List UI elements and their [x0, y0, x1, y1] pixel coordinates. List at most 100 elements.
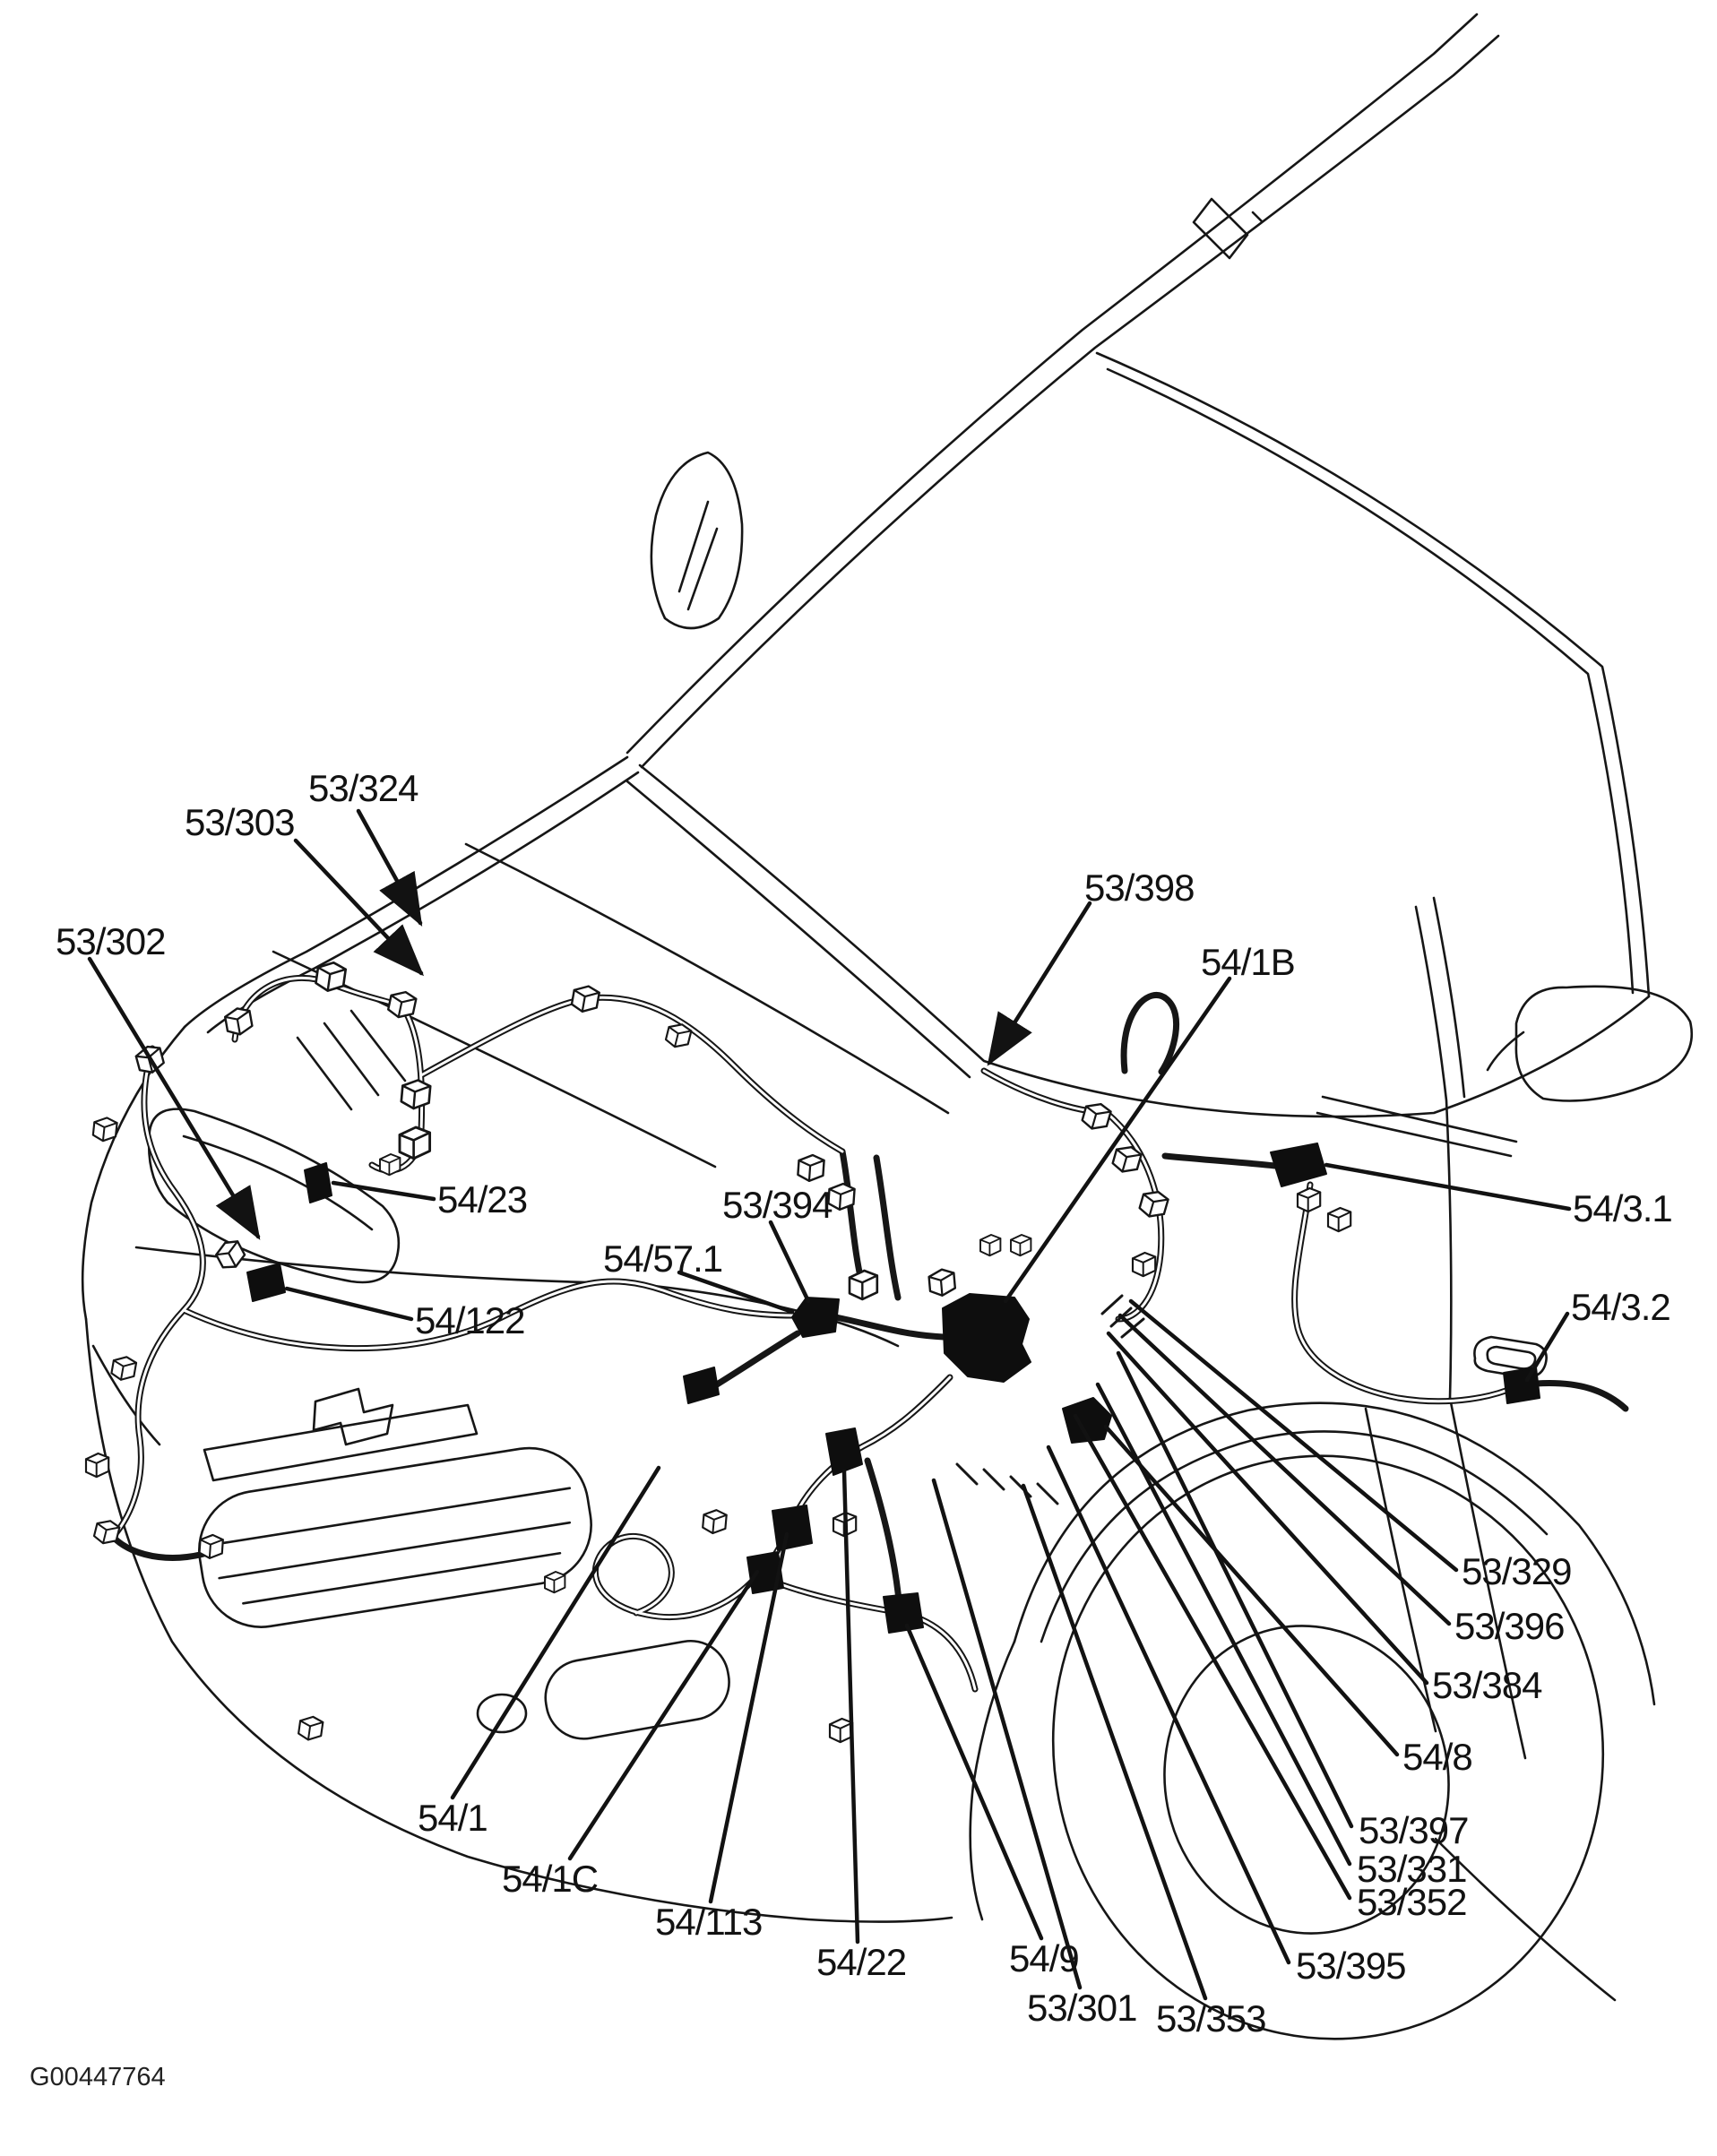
callout-label-53-394: 53/394 [722, 1184, 833, 1226]
connector-box [826, 1181, 857, 1212]
callout-label-53-397: 53/397 [1359, 1809, 1469, 1851]
connector-box [1326, 1206, 1352, 1233]
grille-emblem-band [203, 1403, 479, 1482]
left-mirror-blade [650, 451, 744, 630]
callout-label-54-3-2: 54/3.2 [1571, 1286, 1671, 1328]
leader-line-53-352 [1073, 1413, 1352, 1901]
black-connectors [246, 1143, 1540, 1634]
bumper-crease [91, 1344, 161, 1446]
leader-line-54-113 [708, 1531, 789, 1904]
hood-rear-edge [626, 780, 971, 1079]
door-front-pillar-inner [1432, 896, 1466, 1099]
connector-box [378, 1152, 401, 1177]
harness-highlight-2 [182, 1280, 796, 1350]
connector-box [848, 1269, 879, 1301]
leader-line-53-398 [987, 901, 1092, 1066]
front-fender-edge [81, 1025, 186, 1321]
connector-54-23 [304, 1162, 332, 1203]
callout-label-54-23: 54/23 [437, 1178, 528, 1220]
door-lower-edge [1364, 1396, 1527, 1760]
hood-crease-1 [464, 842, 950, 1115]
connector-unlabeled [683, 1367, 720, 1404]
connector-box [109, 1353, 138, 1384]
callout-label-53-324: 53/324 [308, 767, 418, 809]
connector-54-3-2 [1503, 1367, 1540, 1404]
door-mirror-base [1486, 1031, 1525, 1072]
left-mirror-hatch [677, 500, 719, 611]
grille-opening [198, 1446, 592, 1628]
connector-box [1296, 1186, 1322, 1213]
car-body-outline [81, 13, 1694, 2040]
harness-highlight-6 [1293, 1183, 1516, 1403]
windshield-right-edge [1095, 351, 1651, 998]
connector-54-9 [883, 1592, 924, 1634]
connector-box [399, 1077, 433, 1111]
grille-iron-mark [312, 1387, 394, 1446]
roof-a-pillar-line-inner [640, 34, 1500, 769]
wheel-arch-inner [1040, 1430, 1549, 1643]
harness-cross-to-module [833, 1314, 947, 1341]
leader-line-54-122 [284, 1286, 414, 1322]
leader-line-54-22 [841, 1469, 860, 1945]
harness-a-to-b [864, 1457, 903, 1613]
callout-label-54-9: 54/9 [1009, 1937, 1080, 1979]
leader-line-53-396 [1117, 1313, 1452, 1626]
lower-bumper-slot [544, 1639, 730, 1740]
headlight-outline [147, 1108, 401, 1284]
door-handle-recess [1473, 1335, 1548, 1379]
harness-module-tail [713, 1330, 801, 1388]
leader-line-54-3-1 [1324, 1162, 1572, 1212]
connector-54-113 [772, 1505, 813, 1551]
cowl-hatching [296, 1009, 407, 1111]
callout-label-53-352: 53/352 [1357, 1881, 1467, 1923]
door-sill-line [1316, 1095, 1518, 1158]
leader-line-53-302 [87, 956, 261, 1240]
leader-line-53-324 [356, 808, 423, 927]
connector-54-22 [825, 1427, 863, 1476]
roof-a-pillar-line [626, 13, 1479, 755]
wire-tips-lower [955, 1462, 1059, 1505]
door-mirror [1514, 985, 1694, 1102]
foglight [476, 1693, 528, 1734]
connector-box [569, 982, 601, 1015]
door-handle-inner [1486, 1345, 1537, 1370]
wheel-rim [1163, 1625, 1450, 1935]
callout-label-53-329: 53/329 [1462, 1550, 1572, 1592]
callout-label-54-1: 54/1 [418, 1797, 488, 1839]
connector-box [1131, 1251, 1157, 1278]
leader-line-54-8 [1103, 1424, 1400, 1757]
harness-highlight-8 [764, 1577, 977, 1691]
callout-label-54-22: 54/22 [816, 1941, 907, 1983]
wheel-arch [1013, 1401, 1656, 1706]
connector-box [84, 1452, 110, 1479]
callout-label-53-395: 53/395 [1296, 1945, 1406, 1987]
connector-54-3-1 [1270, 1143, 1327, 1187]
harness-to-door-pillar [1161, 1152, 1287, 1170]
connector-box [828, 1717, 854, 1744]
leader-line-54-57-1 [677, 1270, 795, 1315]
connector-box [211, 1236, 249, 1273]
callout-label-54-1C: 54/1C [502, 1858, 599, 1900]
leader-line-53-303 [293, 838, 425, 977]
leader-line-53-353 [1021, 1483, 1208, 2001]
connector-box [1079, 1099, 1114, 1134]
callout-label-53-302: 53/302 [56, 920, 166, 962]
leader-line-54-23 [331, 1180, 436, 1202]
connector-box [701, 1507, 729, 1536]
callout-label-53-398: 53/398 [1084, 867, 1195, 909]
windshield-reflection-mark [1251, 211, 1264, 223]
callout-label-54-8: 54/8 [1402, 1736, 1473, 1778]
callout-label-53-303: 53/303 [185, 801, 295, 843]
callout-label-53-331: 53/331 [1357, 1848, 1467, 1890]
leader-line-54-1C [567, 1569, 760, 1861]
leader-line-53-397 [1116, 1350, 1354, 1829]
harness-highlight-7 [593, 1376, 952, 1619]
connector-box [222, 1005, 255, 1038]
callout-label-53-384: 53/384 [1432, 1664, 1542, 1706]
arch-to-bumper [969, 1640, 1016, 1921]
connector-box [979, 1233, 1002, 1257]
leader-line-53-331 [1095, 1382, 1352, 1867]
connector-box [398, 1125, 432, 1160]
